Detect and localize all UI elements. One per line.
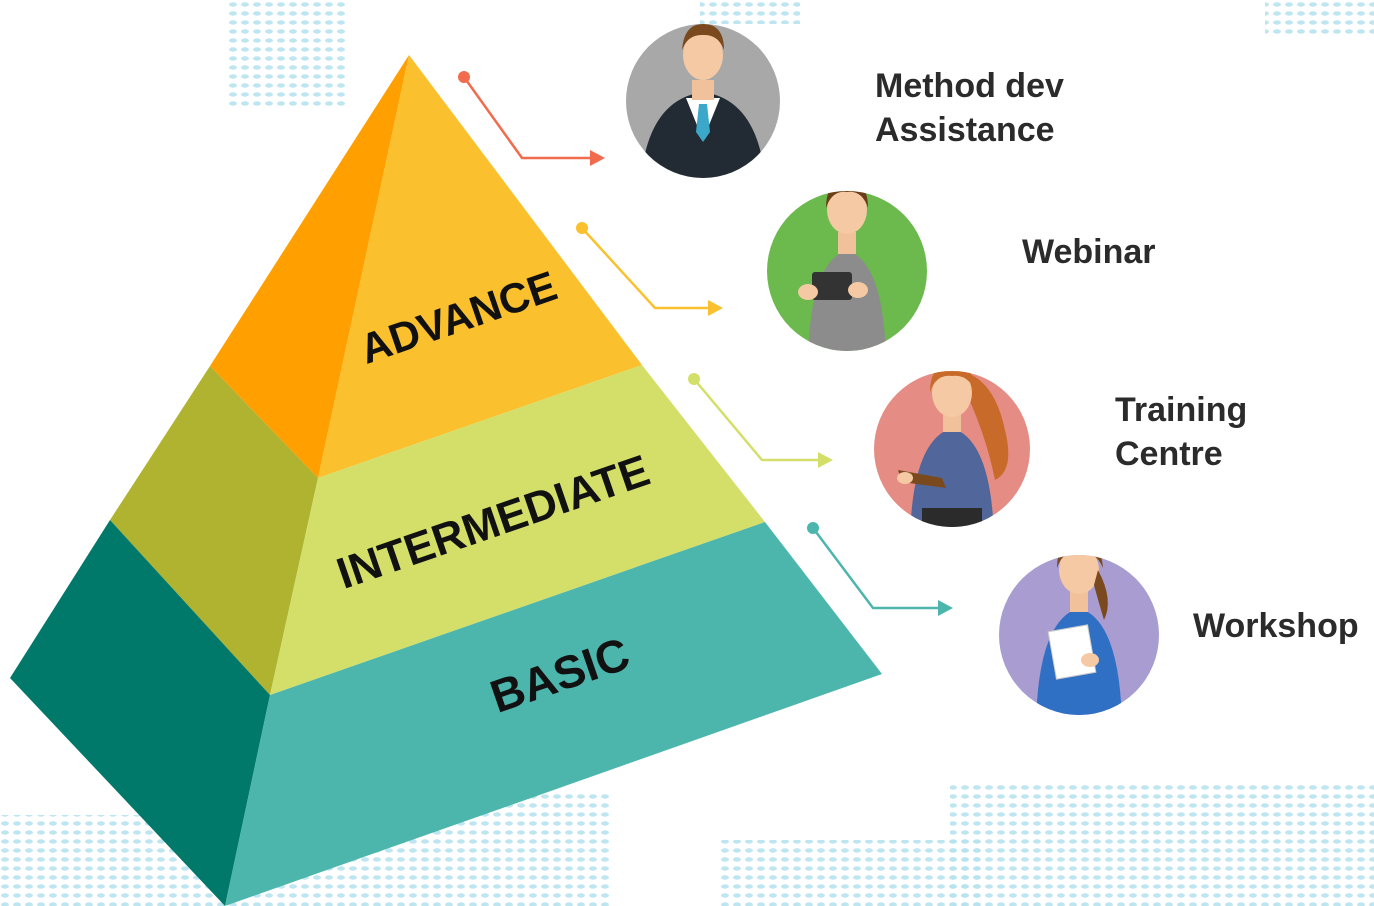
advance-tier-front-face [318, 55, 642, 478]
connector-arrow [688, 373, 833, 468]
woman-with-tablet-avatar-icon [767, 191, 927, 351]
pyramid: ADVANCE INTERMEDIATE BASIC [10, 55, 882, 906]
connector-arrow [807, 522, 953, 616]
basic-tier-front-face [225, 522, 882, 906]
program-label-method-dev: Method dev Assistance [875, 67, 1064, 149]
connectors [458, 71, 953, 616]
connector-arrow [458, 71, 605, 166]
woman-with-papers-avatar-icon [999, 555, 1159, 715]
woman-with-notebook-avatar-icon [874, 371, 1030, 527]
intermediate-tier-front-face [270, 365, 765, 695]
intermediate-tier-left-face [110, 366, 318, 695]
advance-tier-left-face [210, 55, 409, 478]
program-label-workshop: Workshop [1193, 607, 1359, 645]
basic-tier-left-face [10, 520, 270, 906]
businessman-avatar-icon [626, 24, 780, 178]
connector-arrow [576, 222, 723, 316]
program-label-webinar: Webinar [1022, 233, 1156, 271]
program-label-training-centre: Training Centre [1115, 391, 1248, 473]
